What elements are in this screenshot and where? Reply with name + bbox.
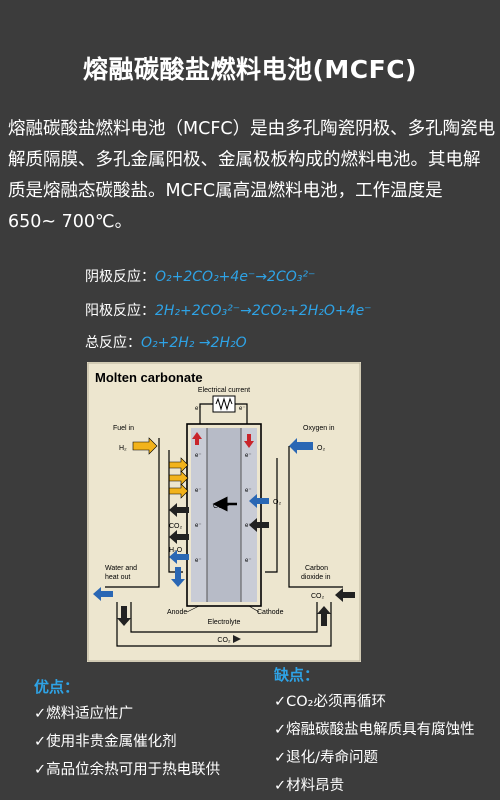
co2-out-arrow [169, 503, 189, 517]
h2o-label: H₂O [169, 547, 183, 554]
anode-reaction-label: 阳极反应： [85, 303, 155, 319]
h2o-arrow [169, 550, 189, 564]
resistor-icon [215, 397, 233, 411]
right-pipe [288, 446, 343, 588]
electron-label: e⁻ [195, 488, 202, 494]
anode-label: Anode [167, 609, 187, 616]
co2-right-label: CO₂ [311, 593, 325, 600]
total-reaction-label: 总反应： [85, 335, 141, 351]
anode-reaction-equation: 2H₂+2CO₃²⁻→2CO₂+2H₂O+4e⁻ [155, 303, 372, 319]
disadvantages-title: 缺点： [274, 666, 320, 684]
list-item: ✓退化/寿命问题 [274, 750, 379, 766]
co2-left-label: CO₂ [169, 523, 183, 530]
cathode-reaction-equation: O₂+2CO₂+4e⁻→2CO₃²⁻ [155, 269, 316, 285]
left-pipe [105, 438, 160, 588]
co2-in-arrow [249, 518, 269, 532]
carbon-dioxide-label: Carbon [305, 565, 328, 572]
o2-inner-arrow [249, 494, 269, 508]
leader-line [248, 605, 260, 613]
oxygen-inlet-arrow [289, 438, 313, 454]
red-arrow [192, 432, 202, 439]
cathode-reaction: 阴极反应：O₂+2CO₂+4e⁻→2CO₃²⁻ [85, 266, 315, 286]
list-item: ✓高品位余热可用于热电联供 [34, 762, 221, 778]
diagram-title: Molten carbonate [95, 370, 203, 385]
list-item: ✓熔融碳酸盐电解质具有腐蚀性 [274, 722, 475, 738]
electron-label: e⁻ [195, 558, 202, 564]
electron-label: e⁻ [195, 523, 202, 529]
electron-label: e⁻ [195, 453, 202, 459]
right-pipe [265, 458, 278, 573]
oxygen-in-label: Oxygen in [303, 425, 335, 432]
electrical-current-label: Electrical current [198, 387, 250, 394]
co2-recycle-loop [130, 602, 318, 633]
electron-label: e⁻ [245, 453, 252, 459]
o2-label: O₂ [317, 445, 325, 452]
co2-loop-arrow [317, 606, 331, 626]
h2-arrow [168, 483, 189, 499]
fuel-inlet-arrow [132, 437, 158, 455]
cathode-label: Cathode [257, 609, 284, 616]
cathode-reaction-label: 阴极反应： [85, 269, 155, 285]
electrolyte-label: Electrolyte [208, 619, 241, 626]
co2-right-arrow [335, 588, 355, 602]
fuel-cell-diagram: Molten carbonate Electrical current e⁻ e… [87, 362, 361, 662]
carbon-dioxide-label: dioxide in [301, 574, 331, 581]
co2-recycle-loop [116, 602, 332, 647]
h2-arrow [168, 470, 189, 486]
page-title: 熔融碳酸盐燃料电池(MCFC) [82, 55, 417, 84]
electron-label: e⁻ [239, 406, 246, 412]
electrolyte-layer [207, 428, 241, 602]
diagram-border [87, 362, 361, 662]
electron-label: e⁻ [245, 558, 252, 564]
water-heat-label: heat out [105, 574, 130, 581]
cathode-plate [241, 428, 257, 602]
disadvantages-list: ✓CO₂必须再循环 ✓熔融碳酸盐电解质具有腐蚀性 ✓退化/寿命问题 ✓材料昂贵 [274, 688, 475, 800]
intro-paragraph: 熔融碳酸盐燃料电池（MCFC）是由多孔陶瓷阴极、多孔陶瓷电解质隔膜、多孔金属阳极… [8, 119, 496, 232]
water-heat-label: Water and [105, 565, 137, 572]
list-item: ✓燃料适应性广 [34, 706, 134, 722]
co2-loop-arrow [117, 606, 131, 626]
co2-bottom-label: CO₂ [217, 637, 231, 644]
co2-loop-arrow [233, 635, 245, 643]
total-reaction: 总反应：O₂+2H₂ →2H₂O [85, 332, 247, 352]
electron-label: e⁻ [195, 406, 202, 412]
cell-housing [186, 423, 262, 607]
electron-label: e⁻ [245, 523, 252, 529]
water-out-arrow [93, 587, 113, 601]
list-item: ✓材料昂贵 [274, 778, 345, 794]
co2-out-arrow [169, 530, 189, 544]
fuel-in-label: Fuel in [113, 425, 134, 432]
total-reaction-equation: O₂+2H₂ →2H₂O [141, 335, 247, 351]
list-item: ✓CO₂必须再循环 [274, 694, 386, 710]
anode-plate [191, 428, 207, 602]
red-arrow [244, 441, 254, 448]
leader-line [186, 605, 200, 613]
advantages-list: ✓燃料适应性广 ✓使用非贵金属催化剂 ✓高品位余热可用于热电联供 [34, 700, 220, 784]
electron-label: e⁻ [245, 488, 252, 494]
h2-arrow [168, 457, 189, 473]
h2-label: H₂ [119, 445, 127, 452]
advantages-title: 优点： [34, 678, 80, 696]
list-item: ✓使用非贵金属催化剂 [34, 734, 177, 750]
water-down-arrow [171, 567, 185, 587]
anode-reaction: 阳极反应：2H₂+2CO₃²⁻→2CO₂+2H₂O+4e⁻ [85, 300, 372, 320]
red-arrow [247, 434, 251, 442]
